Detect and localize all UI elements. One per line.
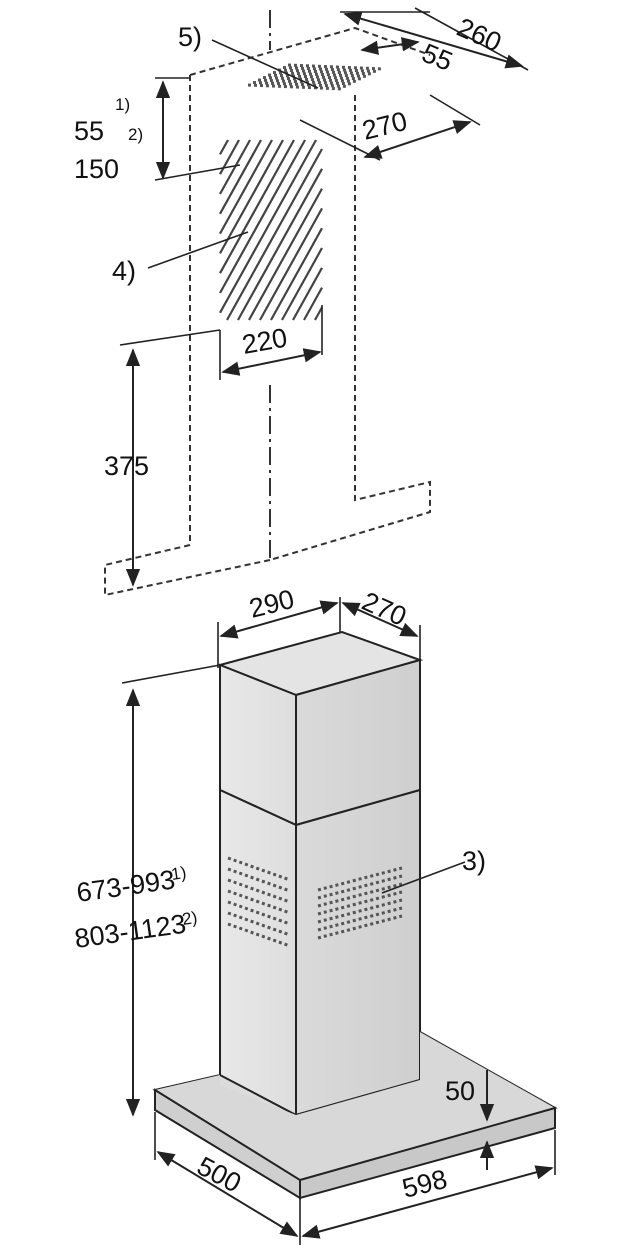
dim-270-top-label: 270 xyxy=(359,106,410,146)
vent-grid-line xyxy=(267,73,364,81)
dim-290-label: 290 xyxy=(246,584,297,624)
hatch-line xyxy=(259,207,323,321)
vent-grid-line xyxy=(262,76,359,83)
hatch-line xyxy=(219,139,251,195)
vent-grid-line xyxy=(252,81,349,88)
dim-150-label: 150 xyxy=(74,154,119,184)
callout-4: 4) xyxy=(112,231,249,286)
dim-260-label: 260 xyxy=(453,12,506,58)
vent-slot-right xyxy=(317,874,403,900)
vent-slot-right xyxy=(317,890,403,916)
vent-grid-line xyxy=(257,78,354,86)
hatch-line xyxy=(226,148,323,321)
chimney-vent-slots-left xyxy=(227,856,291,948)
vent-slot-left xyxy=(227,867,291,893)
dim-270-chimney-label: 270 xyxy=(358,586,411,632)
dim-673-993-label: 673-993 xyxy=(75,864,177,907)
chimney-vent-slots-right xyxy=(317,866,403,940)
hatch-line xyxy=(314,306,323,321)
dim-50-label: 50 xyxy=(445,1076,475,1106)
dimension-375: 375 xyxy=(104,329,221,587)
dim-55-top-label: 55 xyxy=(418,38,457,77)
dim-220-label: 220 xyxy=(240,323,290,360)
callout-4-label: 4) xyxy=(112,256,136,286)
vent-slot-right xyxy=(317,906,403,932)
vent-slot-right xyxy=(317,898,403,924)
dimension-270-top: 270 xyxy=(299,94,481,161)
hatch-line xyxy=(219,139,240,175)
callout-5-label: 5) xyxy=(178,22,202,52)
vent-slot-left xyxy=(227,878,291,904)
footnote-1-label: 1) xyxy=(115,95,130,114)
footnote-1b-label: 1) xyxy=(170,863,188,884)
vent-slot-left xyxy=(227,922,291,948)
hatch-line xyxy=(248,188,323,321)
hatch-line xyxy=(219,139,317,314)
dim-375-label: 375 xyxy=(104,451,149,481)
dimension-height: 673-993 1) 803-1123 2) xyxy=(73,664,221,1117)
vent-slot-right xyxy=(317,866,403,892)
callout-3-label: 3) xyxy=(462,846,486,876)
dimension-220: 220 xyxy=(219,305,323,380)
vent-grid-line xyxy=(277,68,374,76)
callout-5: 5) xyxy=(178,22,319,89)
callout-3: 3) xyxy=(381,846,486,894)
hatch-line xyxy=(281,247,323,321)
vent-slot-right xyxy=(317,914,403,940)
dimension-55-top: 55 xyxy=(360,37,457,77)
hatch-line xyxy=(270,227,323,321)
vent-grid-line xyxy=(282,66,379,73)
vent-slot-left xyxy=(227,900,291,926)
vent-slot-right xyxy=(317,882,403,908)
hatch-line xyxy=(219,139,306,294)
hood-chimney xyxy=(216,630,424,1117)
dim-803-1123-label: 803-1123 xyxy=(73,909,188,954)
footnote-2b-label: 2) xyxy=(181,908,199,929)
vent-slot-left xyxy=(227,911,291,937)
hatch-line xyxy=(292,267,323,321)
dim-55-label: 55 xyxy=(74,116,104,146)
hatch-line xyxy=(219,139,262,215)
ceiling-vent-grid xyxy=(247,63,384,91)
mounting-outline xyxy=(104,10,431,597)
duct-hatched-area xyxy=(219,139,323,321)
vent-grid-line xyxy=(272,71,369,78)
hatch-line xyxy=(219,139,284,254)
hatch-line xyxy=(219,139,273,235)
vent-slot-left xyxy=(227,889,291,915)
dimension-55-150: 55 1) 150 2) xyxy=(74,77,241,184)
hatch-line xyxy=(303,287,323,321)
hatch-line xyxy=(219,139,229,155)
hatch-line xyxy=(237,168,323,321)
vent-grid-line xyxy=(247,83,344,91)
footnote-2-label: 2) xyxy=(128,125,143,144)
vent-slot-left xyxy=(227,856,291,882)
hatch-line xyxy=(219,139,295,274)
